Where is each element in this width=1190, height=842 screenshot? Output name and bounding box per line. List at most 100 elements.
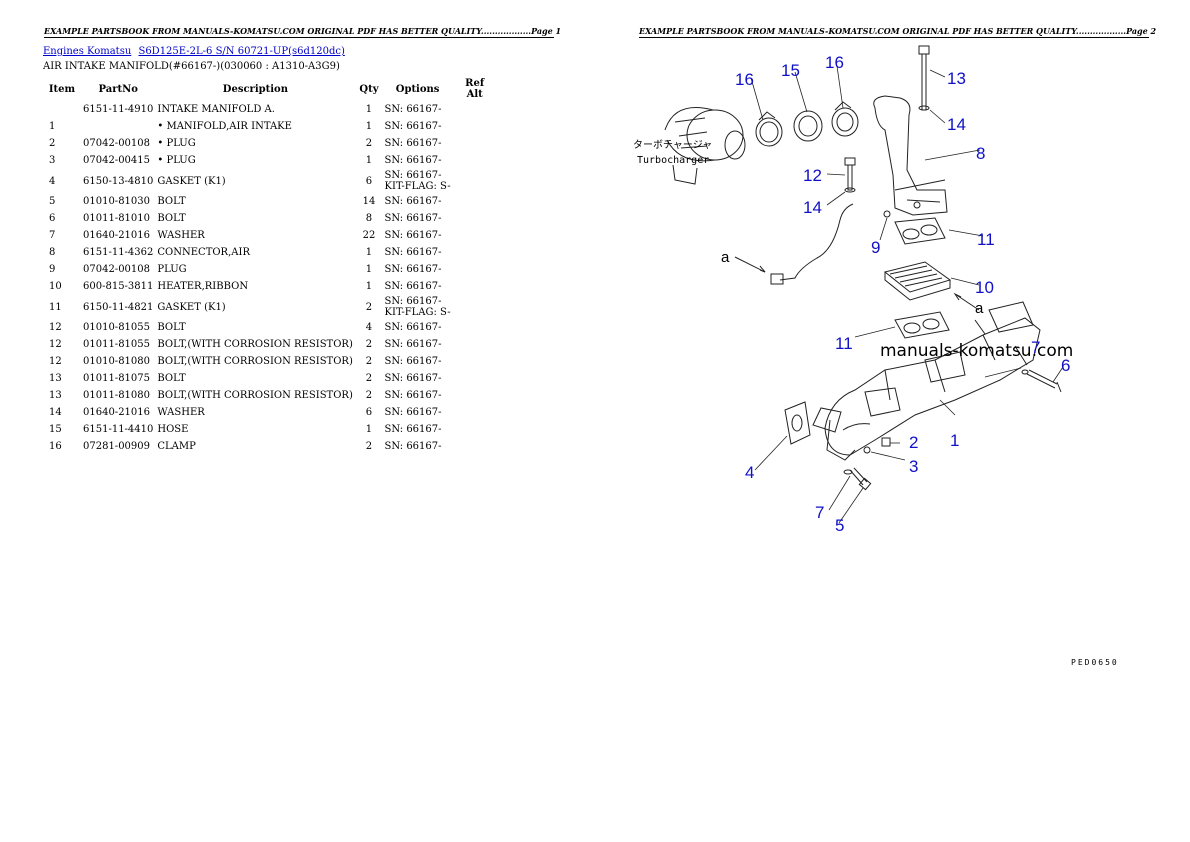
- cell-opt: SN: 66167-: [384, 155, 442, 166]
- callout-12: 12: [803, 166, 822, 185]
- page-2: EXAMPLE PARTSBOOK FROM MANUALS-KOMATSU.C…: [595, 0, 1190, 842]
- bolt-12-outline: [844, 157, 856, 193]
- callout-16a: 16: [735, 70, 754, 89]
- cell-item: 4: [49, 175, 56, 187]
- callout-4: 4: [745, 463, 754, 482]
- cell-item: 7: [49, 230, 56, 241]
- cell-qty: 1: [365, 155, 373, 166]
- cell-qty: 2: [365, 373, 373, 384]
- cell-partno: 6150-13-4810: [83, 175, 154, 187]
- cell-qty: 4: [365, 322, 373, 333]
- cell-partno: 01011-81075: [83, 373, 151, 384]
- cell-ref: [453, 421, 497, 438]
- cell-ref: [453, 319, 497, 336]
- column-header-partno: PartNo: [98, 83, 138, 95]
- callout-9: 9: [871, 238, 880, 257]
- cell-ref: [453, 404, 497, 421]
- cell-partno: 01640-21016: [83, 407, 151, 418]
- cell-qty: 8: [365, 213, 373, 224]
- cell-item: [43, 101, 81, 118]
- cell-opt: SN: 66167-KIT-FLAG: S-: [384, 170, 451, 192]
- breadcrumb-link-model[interactable]: S6D125E-2L-6 S/N 60721-UP(s6d120dc): [138, 46, 345, 57]
- cell-partno: 07042-00108: [83, 264, 151, 275]
- gasket-11-lower: [894, 311, 950, 339]
- cell-partno: 01640-21016: [83, 230, 151, 241]
- cell-desc: HEATER,RIBBON: [157, 281, 249, 292]
- column-header-options: Options: [395, 83, 440, 95]
- gasket-4: [784, 401, 811, 445]
- gasket-11-top: [894, 217, 946, 245]
- cell-item: 13: [49, 373, 62, 384]
- cell-partno: 01011-81010: [83, 213, 151, 224]
- watermark: manuals-komatsu.com: [880, 341, 1073, 361]
- callout-1: 1: [950, 431, 959, 450]
- cell-qty: 6: [365, 175, 373, 187]
- cell-opt: SN: 66167-: [384, 281, 442, 292]
- cell-opt: SN: 66167-: [384, 407, 442, 418]
- label-a-left: a: [721, 249, 730, 266]
- breadcrumb: Engines Komatsu S6D125E-2L-6 S/N 60721-U…: [43, 46, 349, 57]
- callout-7b: 7: [815, 503, 824, 522]
- plug-9: [883, 210, 891, 218]
- exploded-parts-diagram: ターボチャージャ Turbocharger 16 15 16 13 14 8 1…: [633, 45, 1073, 535]
- cell-desc: INTAKE MANIFOLD A.: [157, 104, 275, 115]
- column-header-description: Description: [222, 83, 288, 95]
- cell-partno: 07281-00909: [83, 441, 151, 452]
- cell-opt: SN: 66167-: [384, 213, 442, 224]
- column-header-qty: Qty: [359, 83, 379, 95]
- cell-partno: 01010-81055: [83, 322, 151, 333]
- cell-desc: HOSE: [157, 424, 189, 435]
- cell-qty: 2: [365, 356, 373, 367]
- cell-desc: WASHER: [157, 407, 205, 418]
- table-header-row: Item PartNo Description Qty Options Ref …: [43, 77, 497, 101]
- table-row: 13 01011-81075 BOLT 2 SN: 66167-: [43, 370, 497, 387]
- breadcrumb-link-engines[interactable]: Engines Komatsu: [43, 46, 132, 57]
- cell-item: 8: [49, 247, 56, 258]
- cell-opt: SN: 66167-: [384, 373, 442, 384]
- cell-qty: 14: [362, 196, 376, 207]
- cell-ref: [453, 295, 497, 319]
- cell-ref: [453, 193, 497, 210]
- cell-ref: [453, 210, 497, 227]
- cell-item: 15: [49, 424, 62, 435]
- cell-item: 11: [49, 301, 62, 313]
- cell-ref: [453, 370, 497, 387]
- cell-desc: BOLT,(WITH CORROSION RESISTOR): [157, 356, 353, 367]
- cell-desc: BOLT,(WITH CORROSION RESISTOR): [157, 339, 353, 350]
- cell-qty: 2: [365, 390, 373, 401]
- callout-16b: 16: [825, 53, 844, 72]
- cell-opt: SN: 66167-: [384, 441, 442, 452]
- callout-8: 8: [976, 144, 985, 163]
- cell-qty: 1: [365, 281, 373, 292]
- heater-connector: [770, 273, 784, 285]
- cell-desc: PLUG: [157, 264, 187, 275]
- bolt-6: [1026, 369, 1062, 393]
- callout-11b: 11: [835, 334, 853, 353]
- cell-qty: 2: [365, 441, 373, 452]
- cell-partno: 07042-00415: [83, 155, 151, 166]
- cell-partno: 6151-11-4410: [83, 424, 154, 435]
- cell-desc: • PLUG: [157, 155, 196, 166]
- cell-item: 14: [49, 407, 62, 418]
- page-header: EXAMPLE PARTSBOOK FROM MANUALS-KOMATSU.C…: [44, 26, 562, 38]
- cell-qty: 1: [365, 264, 373, 275]
- cell-desc: BOLT: [157, 373, 186, 384]
- turbocharger-outline: [664, 107, 746, 185]
- bolt-13-outline: [918, 45, 930, 111]
- cell-opt: SN: 66167-: [384, 230, 442, 241]
- cell-qty: 2: [365, 138, 373, 149]
- cell-opt: SN: 66167-KIT-FLAG: S-: [384, 296, 451, 318]
- callout-7a: 7: [1031, 338, 1040, 357]
